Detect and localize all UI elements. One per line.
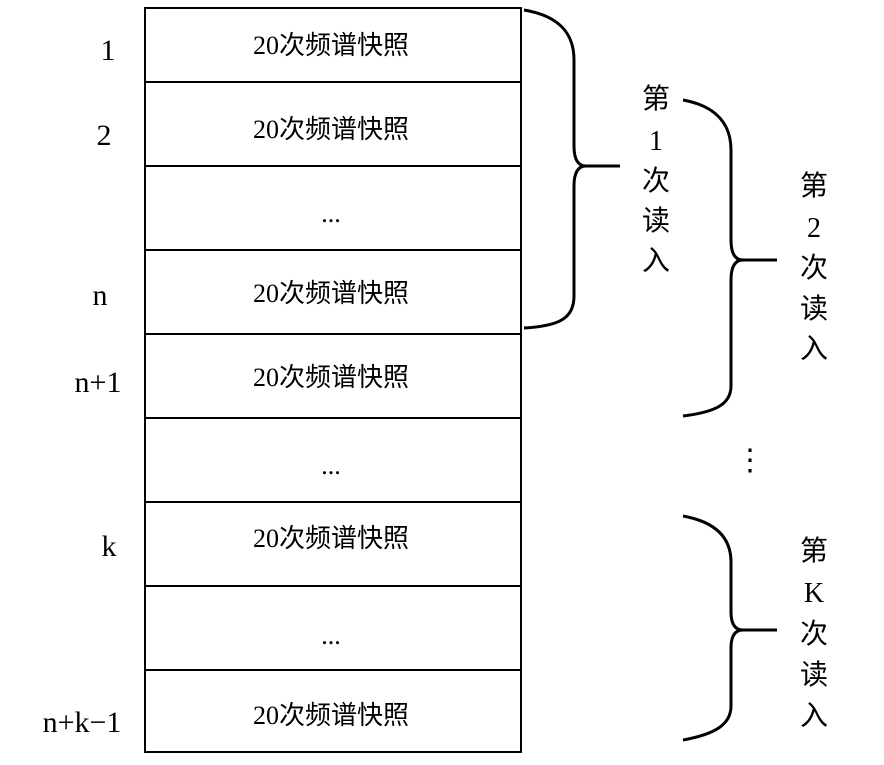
read-1-label-char: 第 — [642, 83, 670, 115]
row-cell-text: 20次频谱快照 — [253, 524, 409, 553]
read-2-label-char: 次 — [800, 252, 828, 284]
read-1-label-char: 读 — [642, 205, 670, 237]
read-1-label-char: 入 — [642, 246, 670, 277]
row-cell-text: 20次频谱快照 — [253, 279, 409, 308]
row-index-label: n+k−1 — [43, 706, 122, 739]
read-k-label-char: K — [804, 578, 824, 609]
row-cell-text: 20次频谱快照 — [253, 701, 409, 730]
read-2-label-char: 第 — [800, 170, 828, 202]
read-k-label-char: 入 — [800, 701, 828, 732]
row-index-label: k — [102, 530, 117, 563]
row-index-label: n+1 — [75, 366, 122, 399]
read-1-label-char: 次 — [642, 165, 670, 197]
read-1-brace — [523, 8, 620, 330]
row-cell-text: 20次频谱快照 — [253, 363, 409, 392]
read-2-label-char: 读 — [800, 293, 828, 325]
buffer-table — [144, 7, 522, 753]
reads-ellipsis: ⋮ — [735, 444, 765, 477]
read-2-label-char: 入 — [800, 334, 828, 365]
row-cell-text: 20次频谱快照 — [253, 31, 409, 60]
read-k-label-char: 第 — [800, 535, 828, 567]
row-cell-text: ... — [321, 621, 341, 650]
read-k-label-char: 次 — [800, 618, 828, 650]
row-index-label: 1 — [101, 34, 116, 67]
read-2-label-char: 2 — [807, 213, 821, 244]
row-cell-text: ... — [321, 199, 341, 228]
row-cell-text: 20次频谱快照 — [253, 115, 409, 144]
read-1-label-char: 1 — [649, 126, 663, 157]
read-k-brace — [682, 514, 777, 742]
row-dividers — [145, 81, 521, 671]
row-cell-text: ... — [321, 451, 341, 480]
row-index-label: 2 — [97, 119, 112, 152]
read-k-label-char: 读 — [800, 659, 828, 691]
row-index-label: n — [93, 279, 108, 312]
read-2-brace — [682, 98, 777, 418]
